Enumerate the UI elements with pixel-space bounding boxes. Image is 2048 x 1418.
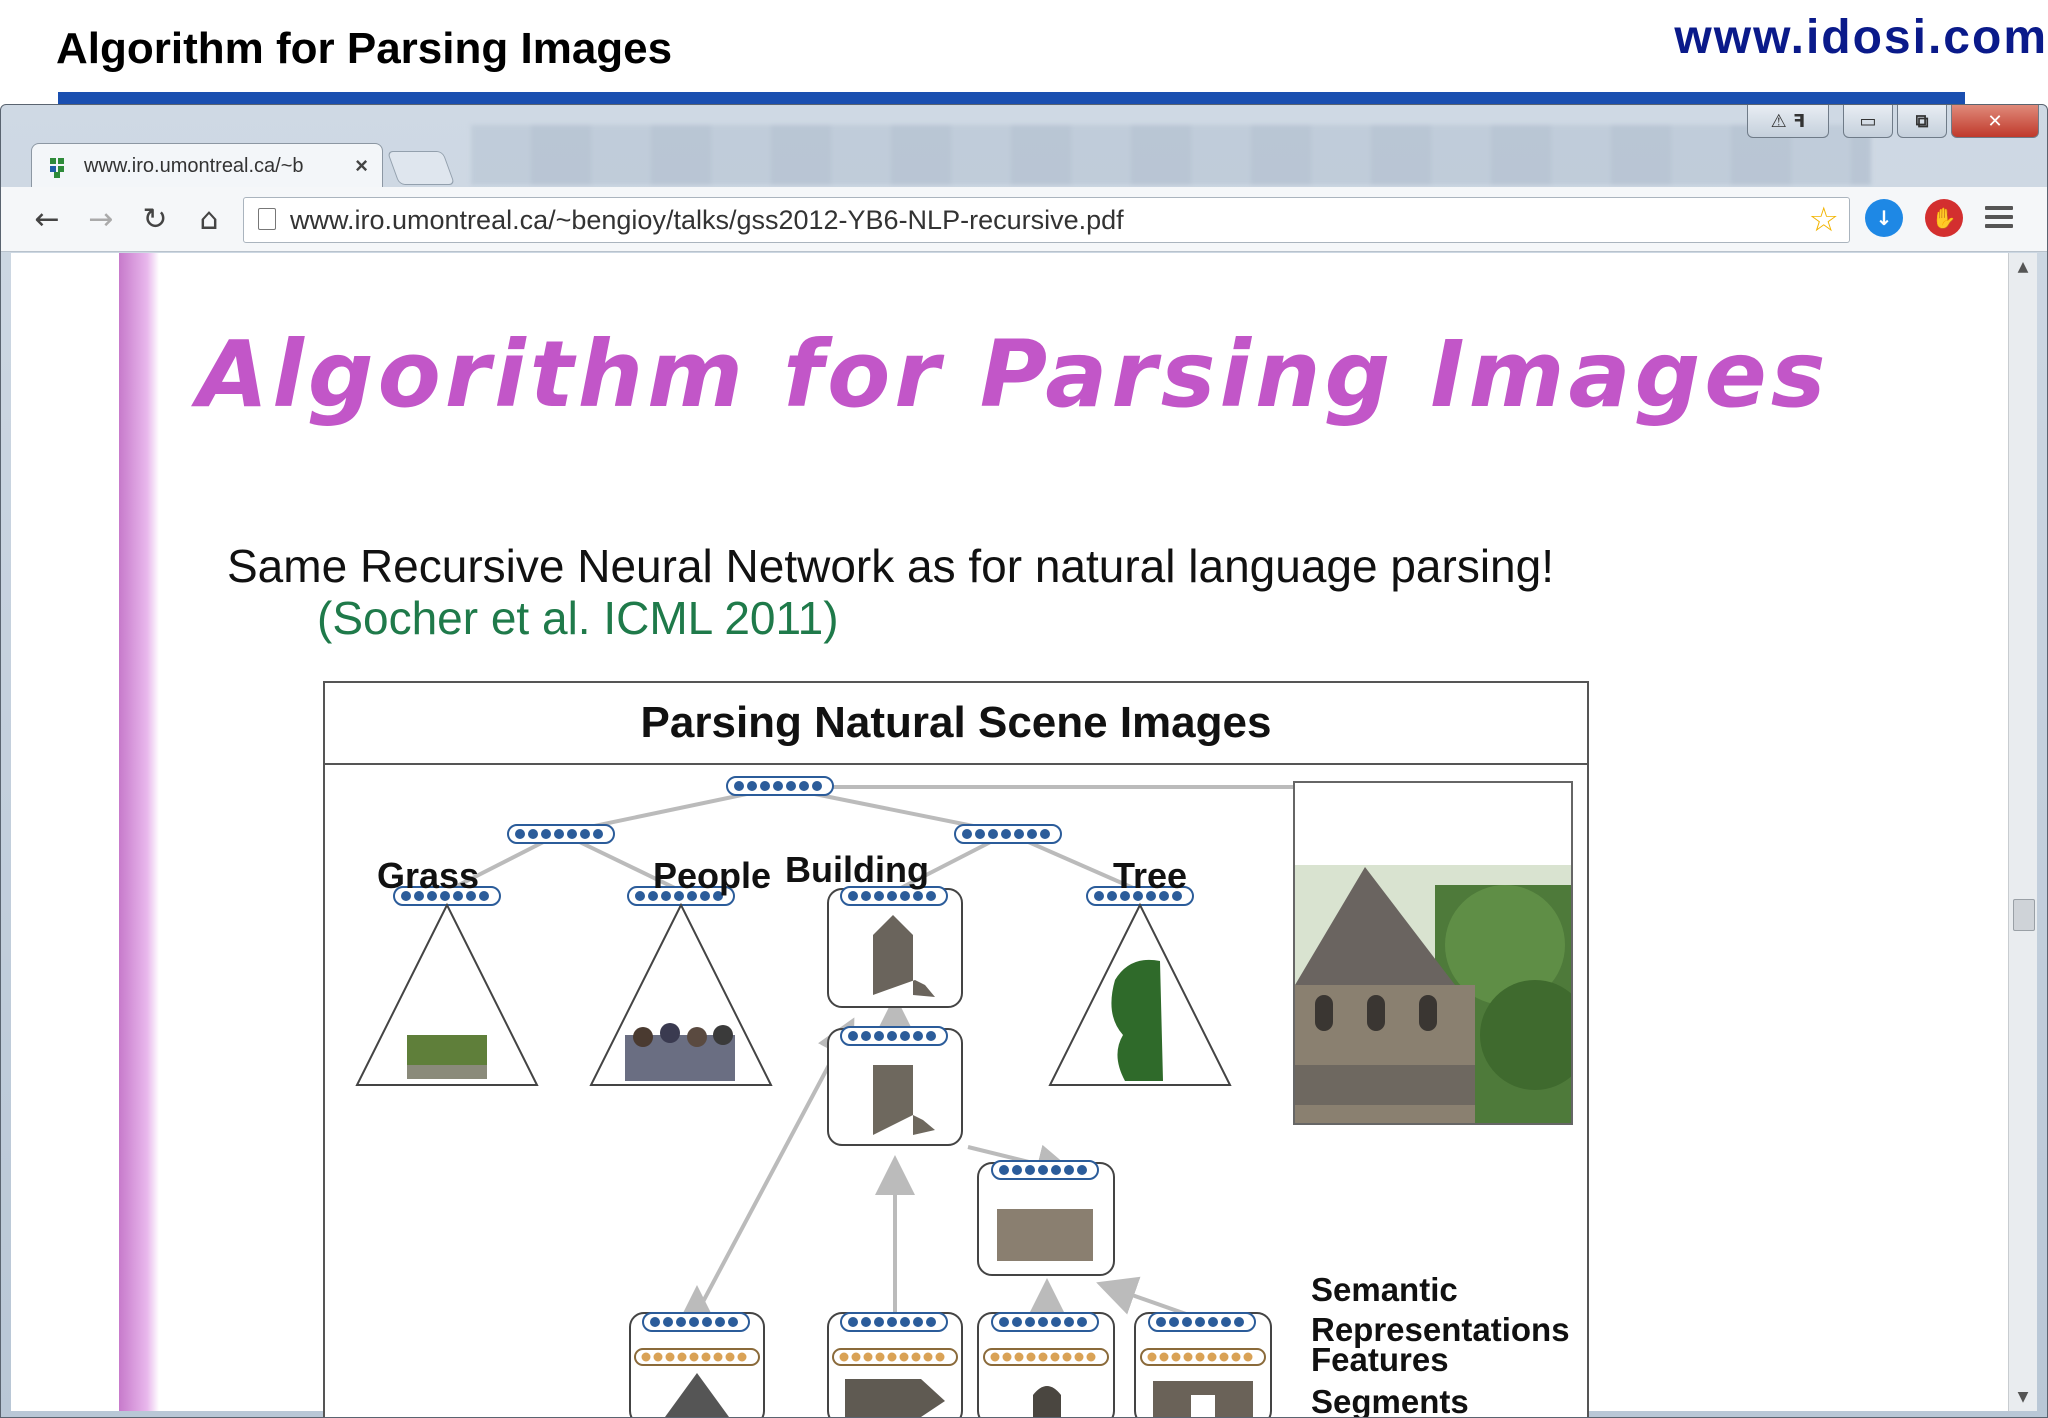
minimize-button[interactable]: ▭ bbox=[1843, 105, 1893, 138]
wall-segment-image bbox=[845, 1379, 945, 1417]
title-rule bbox=[58, 92, 1965, 104]
building-image-top bbox=[873, 915, 935, 997]
building-boxes bbox=[827, 886, 1115, 1276]
pdf-citation: (Socher et al. ICML 2011) bbox=[317, 592, 839, 644]
home-icon[interactable]: ⌂ bbox=[199, 201, 219, 237]
tree-node bbox=[1086, 886, 1194, 906]
window-controls: ⚠ ꟻ ▭ ⧉ ✕ bbox=[1747, 105, 2039, 139]
label-tree: Tree bbox=[1113, 855, 1188, 896]
scroll-down-icon[interactable]: ▼ bbox=[2017, 1389, 2029, 1405]
label-building: Building bbox=[785, 849, 929, 890]
site-url: www.idosi.com bbox=[1674, 11, 2048, 64]
new-tab-button[interactable] bbox=[386, 151, 456, 185]
scroll-thumb[interactable] bbox=[2013, 899, 2035, 931]
right-node bbox=[954, 824, 1062, 844]
page-icon bbox=[258, 208, 276, 230]
tree-segment-image bbox=[1111, 959, 1163, 1081]
roof-segment-image bbox=[665, 1373, 729, 1417]
star-icon[interactable]: ☆ bbox=[1808, 200, 1839, 240]
download-extension-icon[interactable]: ↓ bbox=[1865, 199, 1903, 237]
blurred-background bbox=[471, 125, 1871, 185]
segment-box-2 bbox=[827, 1312, 963, 1417]
segment-box-1 bbox=[629, 1312, 765, 1417]
left-node bbox=[507, 824, 615, 844]
pdf-subtitle: Same Recursive Neural Network as for nat… bbox=[227, 540, 1554, 592]
pdf-slide-title: Algorithm for Parsing Images bbox=[197, 321, 1830, 428]
people-node bbox=[627, 886, 735, 906]
browser-toolbar: ← → ↻ ⌂ www.iro.umontreal.ca/~bengioy/ta… bbox=[1, 187, 2047, 252]
segment-box-3 bbox=[977, 1312, 1115, 1417]
window-segment-image bbox=[1033, 1386, 1061, 1417]
grass-triangle bbox=[355, 902, 539, 1086]
pdf-viewport: Algorithm for Parsing Images Same Recurs… bbox=[11, 253, 2037, 1417]
building-node-mid bbox=[840, 1026, 948, 1046]
merged-segment-image bbox=[997, 1209, 1093, 1261]
scene-photo bbox=[1293, 781, 1573, 1125]
close-window-button[interactable]: ✕ bbox=[1951, 105, 2039, 138]
legend-segments: Segments bbox=[1311, 1383, 1469, 1418]
tab-strip: www.iro.umontreal.ca/~b × ⚠ ꟻ ▭ ⧉ ✕ bbox=[1, 105, 2047, 188]
bottom-segments bbox=[629, 1312, 1272, 1417]
segment-triangles bbox=[355, 902, 1232, 1086]
parsing-figure: Parsing Natural Scene Images bbox=[323, 681, 1589, 1418]
legend-representations: Representations bbox=[1311, 1311, 1570, 1348]
legend-semantic: Semantic bbox=[1311, 1271, 1458, 1308]
address-bar[interactable]: www.iro.umontreal.ca/~bengioy/talks/gss2… bbox=[243, 197, 1850, 243]
slide-title: Algorithm for Parsing Images bbox=[56, 24, 673, 73]
parse-tree-diagram bbox=[355, 776, 1293, 1417]
merged-node bbox=[991, 1160, 1099, 1180]
label-grass: Grass bbox=[377, 855, 480, 896]
url-text[interactable]: www.iro.umontreal.ca/~bengioy/talks/gss2… bbox=[290, 205, 1124, 235]
adblock-extension-icon[interactable]: ✋ bbox=[1925, 199, 1963, 237]
tab-active[interactable]: www.iro.umontreal.ca/~b × bbox=[31, 143, 383, 188]
building-image-mid bbox=[873, 1065, 935, 1135]
segment-box-4 bbox=[1134, 1312, 1272, 1417]
slide-accent-bar bbox=[119, 253, 159, 1411]
browser-window: www.iro.umontreal.ca/~b × ⚠ ꟻ ▭ ⧉ ✕ ← → … bbox=[0, 104, 2048, 1418]
left-gutter bbox=[11, 253, 121, 1411]
scroll-up-icon[interactable]: ▲ bbox=[2017, 259, 2029, 275]
root-node bbox=[726, 776, 834, 796]
tab-title: www.iro.umontreal.ca/~b bbox=[84, 155, 304, 177]
maximize-button[interactable]: ⧉ bbox=[1897, 105, 1947, 138]
arch-segment-image bbox=[1153, 1381, 1253, 1417]
vertical-scrollbar[interactable]: ▲ ▼ bbox=[2008, 253, 2037, 1411]
figure-title: Parsing Natural Scene Images bbox=[325, 683, 1587, 765]
node-bars bbox=[393, 776, 1194, 906]
grass-node bbox=[393, 886, 501, 906]
legend-features: Features bbox=[1311, 1341, 1449, 1378]
menu-icon[interactable] bbox=[1985, 201, 2013, 235]
label-people: People bbox=[653, 855, 772, 896]
tab-close-icon[interactable]: × bbox=[355, 153, 368, 178]
warning-icon[interactable]: ⚠ ꟻ bbox=[1747, 105, 1829, 138]
forward-icon[interactable]: → bbox=[88, 201, 114, 237]
back-icon[interactable]: ← bbox=[34, 201, 60, 237]
building-node-top bbox=[840, 886, 948, 906]
favicon-icon bbox=[50, 158, 64, 178]
reload-icon[interactable]: ↻ bbox=[142, 201, 168, 237]
